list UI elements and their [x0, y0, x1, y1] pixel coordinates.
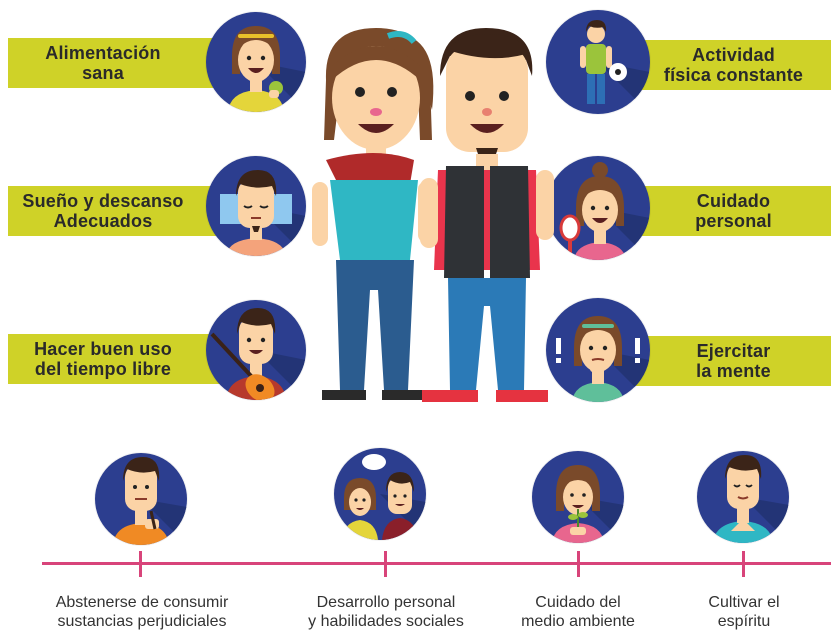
timeline-label-sustancias: Abstenerse de consumir sustancias perjud… — [55, 594, 229, 630]
friends-talking-icon — [334, 448, 426, 540]
girl-thinking-icon — [546, 298, 650, 402]
banner-sueno: Sueño y descanso Adecuados — [8, 186, 238, 236]
boy-sleeping-icon — [206, 156, 306, 256]
timeline-tick — [384, 551, 387, 577]
banner-label: Hacer buen uso del tiempo libre — [34, 339, 172, 379]
timeline-label-espiritu: Cultivar el espíritu — [708, 594, 780, 630]
timeline-tick — [742, 551, 745, 577]
timeline-label-medio-ambiente: Cuidado del medio ambiente — [521, 594, 635, 630]
boy-refusing-icon — [95, 453, 187, 545]
banner-label: Actividad física constante — [663, 45, 804, 85]
banner-alimentacion: Alimentación sana — [8, 38, 238, 88]
timeline-label-desarrollo: Desarrollo personal y habilidades social… — [308, 594, 464, 630]
boy-praying-icon — [697, 451, 789, 543]
boy-soccer-ball-icon — [546, 10, 650, 114]
timeline-line — [42, 562, 831, 565]
timeline-tick — [139, 551, 142, 577]
banner-label: Sueño y descanso Adecuados — [22, 191, 184, 231]
banner-label: Ejercitar la mente — [696, 341, 771, 381]
girl-mirror-icon — [546, 156, 650, 260]
girl-plant-icon — [532, 451, 624, 543]
timeline-tick — [577, 551, 580, 577]
couple-illustration — [300, 20, 560, 410]
banner-label: Alimentación sana — [45, 43, 161, 83]
banner-label: Cuidado personal — [695, 191, 772, 231]
boy-guitar-icon — [206, 300, 306, 400]
banner-tiempo-libre: Hacer buen uso del tiempo libre — [8, 334, 238, 384]
girl-eating-apple-icon — [206, 12, 306, 112]
